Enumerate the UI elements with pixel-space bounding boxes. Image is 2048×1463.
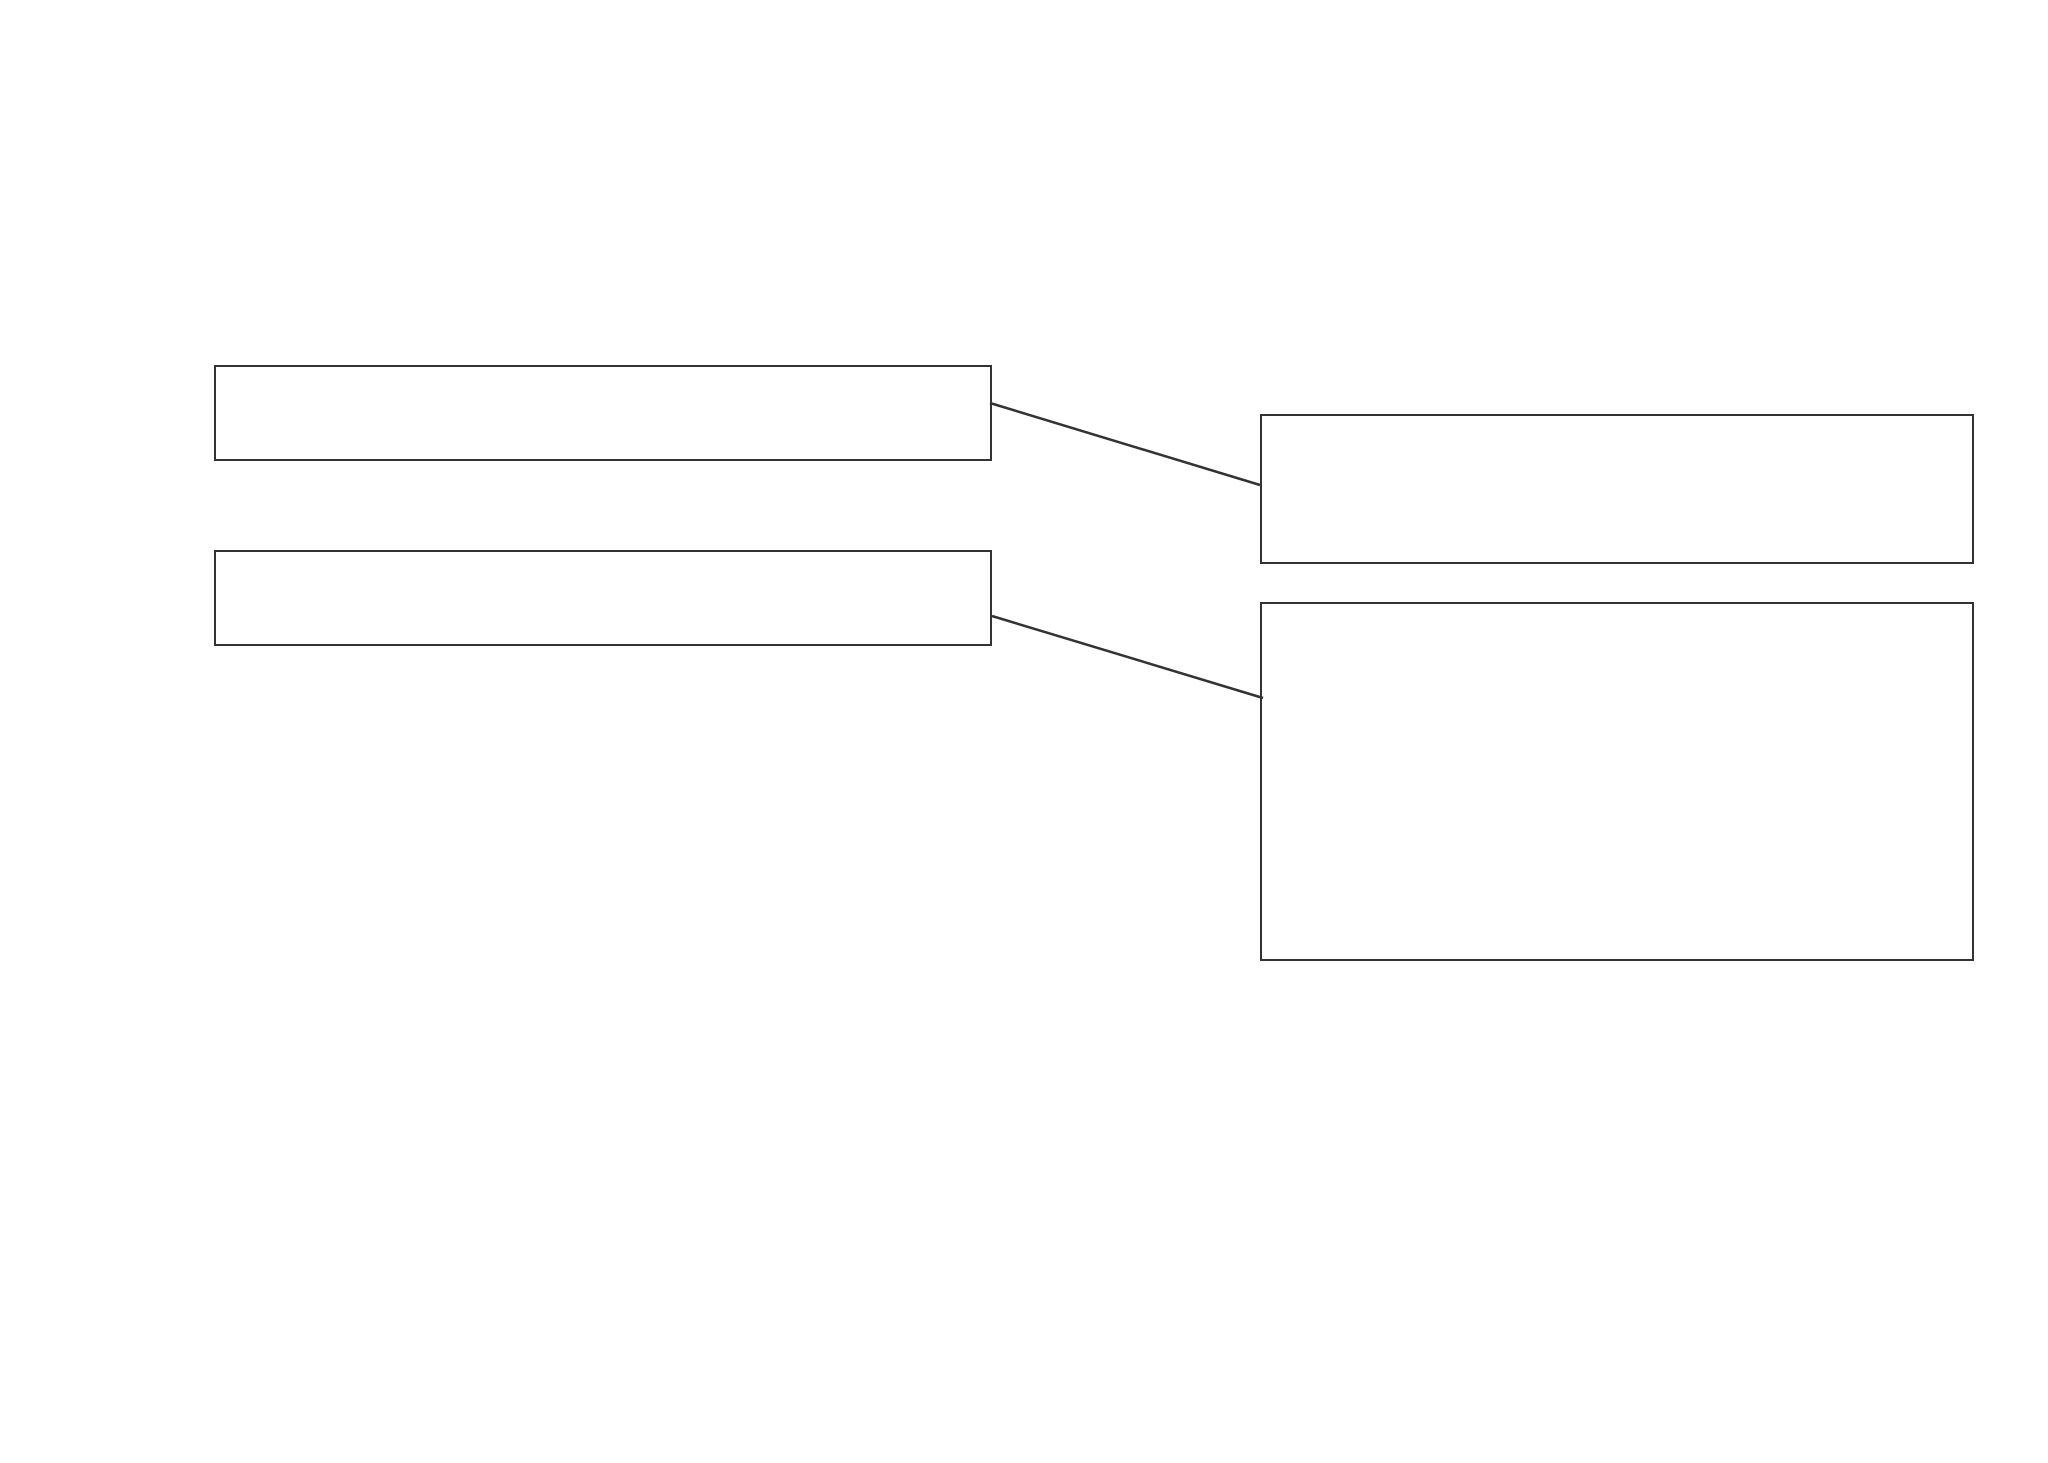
connector-top [989,401,1261,487]
diagram-node-bottom-right [1260,602,1974,961]
diagram-node-bottom-left [214,550,992,646]
diagram-node-top-left [214,365,992,461]
connector-bottom [991,614,1264,700]
diagram-node-top-right [1260,414,1974,564]
